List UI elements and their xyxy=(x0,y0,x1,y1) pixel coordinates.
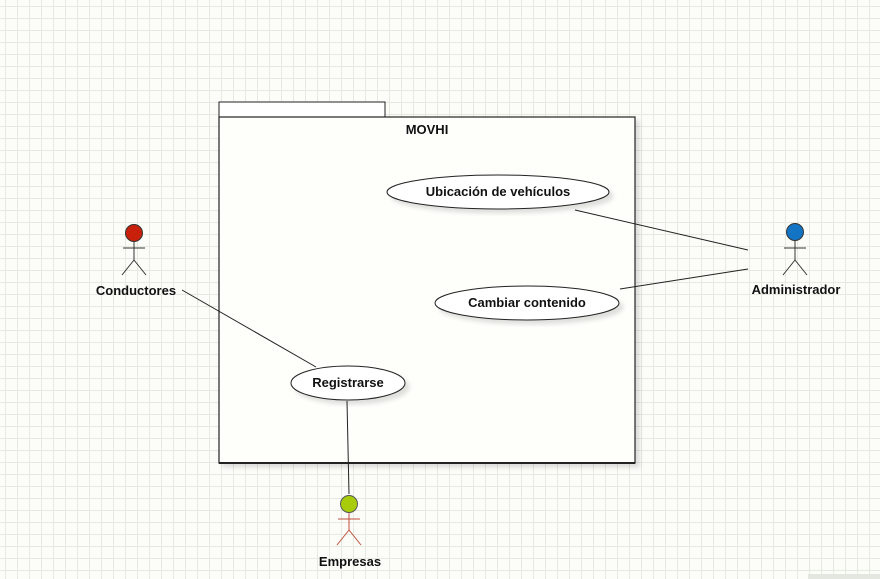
system-boundary[interactable]: MOVHI xyxy=(218,101,636,464)
actor-figure-icon xyxy=(782,241,808,276)
system-title: MOVHI xyxy=(406,122,449,137)
association-ubicacion-administrador[interactable] xyxy=(574,209,749,251)
actor-figure-icon xyxy=(336,513,362,546)
actor-conductores[interactable]: Conductores xyxy=(96,224,176,299)
actor-label: Administrador xyxy=(752,282,841,297)
actor-label: Conductores xyxy=(96,283,176,298)
actor-figure-icon xyxy=(121,242,147,276)
use-case-ubicacion[interactable]: Ubicación de vehículos xyxy=(386,174,610,210)
association-cambiar-administrador[interactable] xyxy=(619,268,749,290)
use-case-label: Registrarse xyxy=(312,375,384,390)
association-conductores-registrarse[interactable] xyxy=(181,289,317,368)
actor-head-icon xyxy=(340,495,358,513)
use-case-cambiar-contenido[interactable]: Cambiar contenido xyxy=(434,285,620,321)
use-case-label: Ubicación de vehículos xyxy=(426,184,571,199)
actor-label: Empresas xyxy=(319,554,381,569)
horizontal-scrollbar-thumb[interactable] xyxy=(808,574,880,579)
actor-head-icon xyxy=(125,224,143,242)
actor-empresas[interactable]: Empresas xyxy=(319,495,381,570)
package-tab xyxy=(218,101,386,117)
associations xyxy=(181,209,749,495)
use-case-registrarse[interactable]: Registrarse xyxy=(290,365,406,401)
use-case-ellipse xyxy=(434,285,620,321)
actor-administrador[interactable]: Administrador xyxy=(752,223,841,298)
actor-head-icon xyxy=(786,223,804,241)
use-case-ellipse xyxy=(290,365,406,401)
use-case-label: Cambiar contenido xyxy=(468,295,586,310)
association-registrarse-empresas[interactable] xyxy=(346,400,350,495)
use-case-ellipse xyxy=(386,174,610,210)
